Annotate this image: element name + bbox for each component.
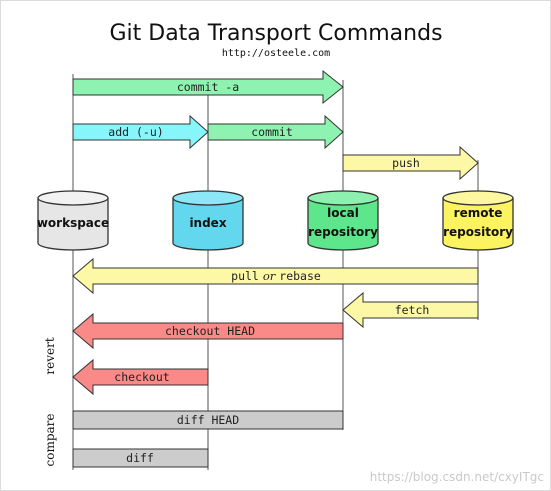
push-arrow[interactable]: push <box>342 145 479 181</box>
commit-label: commit <box>251 125 293 139</box>
compare-side-label: compare <box>43 414 57 467</box>
commit-arrow[interactable]: commit <box>207 114 344 150</box>
local-label-line1: local <box>327 206 359 220</box>
remote-label-line1: remote <box>454 206 503 220</box>
checkout-head-label: checkout HEAD <box>165 324 255 338</box>
diff-bar[interactable]: diff <box>72 448 209 468</box>
checkout-label: checkout <box>114 370 169 384</box>
remote-label-line2: repository <box>443 225 513 239</box>
add-arrow[interactable]: add (-u) <box>72 114 209 150</box>
fetch-label: fetch <box>395 303 430 317</box>
commit-a-arrow[interactable]: commit -a <box>72 69 344 105</box>
checkout-head-arrow[interactable]: checkout HEAD <box>72 312 344 350</box>
workspace-label: workspace <box>37 216 109 230</box>
fetch-arrow[interactable]: fetch <box>342 291 479 329</box>
diff-label: diff <box>126 451 154 465</box>
diff-head-label: diff HEAD <box>177 413 239 427</box>
local-label-line2: repository <box>308 225 378 239</box>
local-repo[interactable]: local repository <box>307 190 379 251</box>
checkout-arrow[interactable]: checkout <box>72 358 209 396</box>
rebase-label: rebase <box>279 269 321 283</box>
index-repo[interactable]: index <box>172 190 244 251</box>
workspace-repo[interactable]: workspace <box>37 190 109 251</box>
pull-label: pull <box>231 269 259 283</box>
index-label: index <box>189 216 226 230</box>
pull-or-label: or <box>263 269 277 283</box>
diagram-title: Git Data Transport Commands <box>109 21 442 46</box>
push-label: push <box>392 156 420 170</box>
diff-head-bar[interactable]: diff HEAD <box>72 410 344 430</box>
watermark: https://blog.csdn.net/cxyITgc <box>370 470 544 484</box>
commit-a-label: commit -a <box>177 80 239 94</box>
remote-repo[interactable]: remote repository <box>442 190 514 251</box>
diagram-url: http://osteele.com <box>222 48 330 59</box>
add-label: add (-u) <box>108 125 163 139</box>
revert-side-label: revert <box>43 337 57 374</box>
